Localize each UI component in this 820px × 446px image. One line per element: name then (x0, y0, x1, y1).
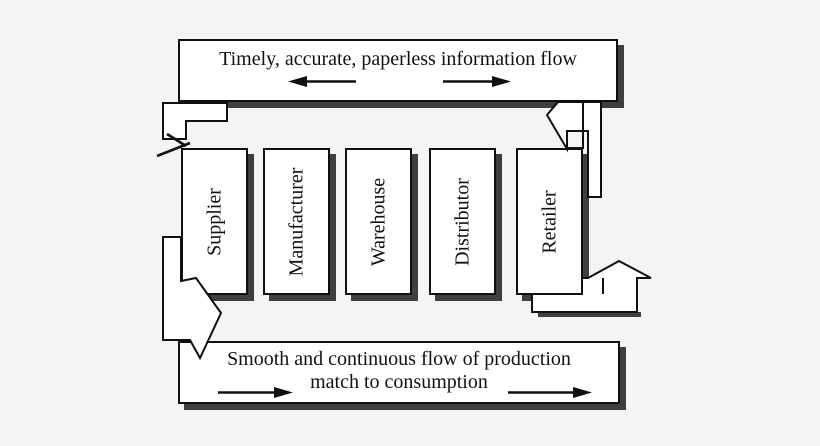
stage-box-warehouse: Warehouse (345, 148, 412, 295)
stage-box-retailer: Retailer (516, 148, 583, 295)
stage-label-manufacturer: Manufacturer (285, 167, 307, 276)
production-flow-banner: Smooth and continuous flow of production… (178, 341, 620, 404)
production-flow-text-line1: Smooth and continuous flow of production (227, 348, 571, 370)
right-arrow-icon (443, 76, 511, 87)
stage-label-retailer: Retailer (538, 189, 560, 254)
stage-box-distributor: Distributor (429, 148, 496, 295)
stage-label-supplier: Supplier (203, 187, 225, 256)
stage-label-distributor: Distributor (451, 177, 473, 266)
production-flow-text-line2: match to consumption (310, 371, 488, 393)
right-arrow-icon (218, 387, 293, 398)
information-flow-text: Timely, accurate, paperless information … (219, 48, 577, 70)
information-flow-banner: Timely, accurate, paperless information … (178, 39, 618, 102)
right-arrow-icon (508, 387, 592, 398)
stage-box-manufacturer: Manufacturer (263, 148, 330, 295)
left-arrow-icon (288, 76, 356, 87)
stage-box-supplier: Supplier (181, 148, 248, 295)
stage-label-warehouse: Warehouse (367, 177, 389, 266)
